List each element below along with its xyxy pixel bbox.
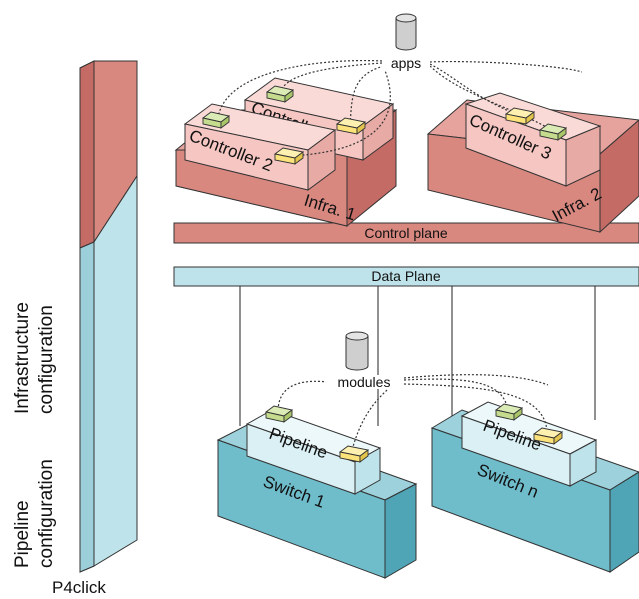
apps-database-icon bbox=[395, 13, 417, 51]
apps-label-bg bbox=[382, 56, 430, 70]
pipeline-config-label-1: Pipeline bbox=[12, 500, 33, 568]
apps-dotted-links bbox=[217, 60, 583, 157]
controller-2-yellow-module bbox=[273, 147, 305, 165]
apps-label: apps bbox=[391, 55, 421, 71]
pipeline-config-label-2: configuration bbox=[36, 459, 57, 568]
pipeline-config-face bbox=[93, 174, 138, 567]
pipeline-n-block bbox=[460, 401, 598, 487]
controller-3-green-module bbox=[538, 123, 568, 141]
control-plane-label: Control plane bbox=[364, 225, 447, 241]
data-plane-label: Data Plane bbox=[371, 268, 440, 284]
controller-1-green-module bbox=[265, 85, 295, 103]
pipeline-n-green-module bbox=[494, 403, 524, 421]
controller-1-yellow-module bbox=[335, 117, 367, 135]
p4click-panel bbox=[79, 60, 138, 573]
p4click-label: P4click bbox=[52, 578, 106, 597]
infra-config-label-1: Infrastructure bbox=[12, 302, 33, 414]
modules-label: modules bbox=[338, 374, 391, 390]
infra-config-label-2: configuration bbox=[36, 305, 57, 414]
pipeline-1-green-module bbox=[264, 405, 294, 423]
modules-database-icon bbox=[345, 331, 369, 371]
modules-label-bg bbox=[326, 375, 402, 389]
pipeline-n-yellow-module bbox=[532, 427, 564, 445]
pipeline-1-yellow-module bbox=[338, 445, 370, 463]
control-plane-bar bbox=[173, 222, 639, 244]
controller-2-green-module bbox=[201, 111, 231, 129]
modules-dotted-links bbox=[277, 374, 549, 451]
controller-3-yellow-module bbox=[504, 107, 536, 125]
data-plane-bar bbox=[173, 266, 639, 287]
